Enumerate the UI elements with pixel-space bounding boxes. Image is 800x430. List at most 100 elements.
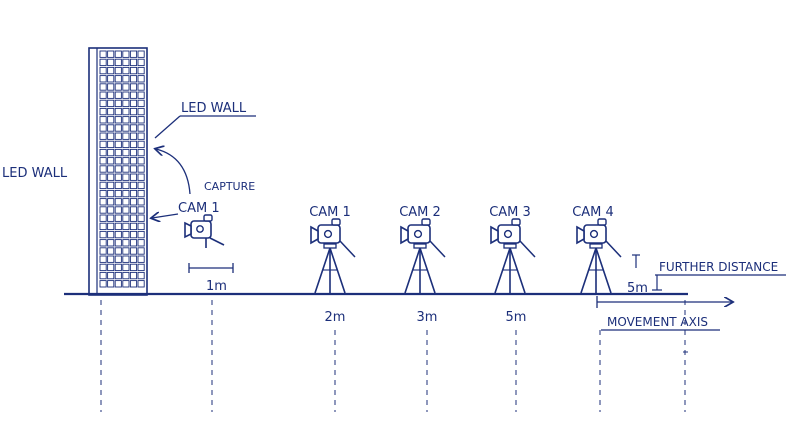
led-panel-cell: [99, 198, 107, 206]
led-panel-cell: [107, 99, 115, 108]
led-panel-cell: [122, 239, 130, 247]
led-panel-cell: [114, 173, 122, 181]
led-panel-cell: [129, 206, 138, 214]
led-panel-cell: [99, 165, 107, 173]
led-wall-callout: LED WALL: [154, 101, 256, 139]
led-panel-cell: [99, 189, 107, 198]
led-panel-cell: [99, 50, 107, 58]
led-panel-cell: [129, 189, 138, 198]
led-panel-cell: [114, 140, 122, 149]
distance-bracket: [188, 263, 234, 273]
led-panel-cell: [137, 165, 145, 173]
led-panel-cell: [129, 239, 138, 247]
led-panel-cell: [114, 271, 122, 280]
led-wall-side-label: LED WALL: [2, 166, 68, 181]
led-panel-cell: [129, 50, 138, 58]
tripod-camera-4: CAM 4: [572, 205, 622, 294]
led-panel-cell: [137, 214, 145, 222]
led-panel-cell: [114, 116, 122, 124]
led-panel-cell: [129, 173, 138, 181]
led-panel-cell: [99, 140, 107, 149]
led-panel-cell: [129, 75, 138, 83]
camera-label: CAM 1: [178, 201, 220, 216]
tripod-icon: [404, 243, 436, 294]
led-panel-cell: [137, 255, 145, 263]
led-panel-cell: [137, 50, 145, 58]
led-panel-cell: [99, 157, 107, 165]
camera-label: CAM 3: [489, 205, 531, 220]
led-panel-cell: [129, 280, 138, 288]
further-distance-label: FURTHER DISTANCE: [659, 260, 778, 274]
led-panel-cell: [137, 230, 145, 239]
led-panel-cell: [114, 255, 122, 263]
led-panel-cell: [129, 140, 138, 149]
led-panel-cell: [114, 280, 122, 288]
led-panel-cell: [114, 66, 122, 75]
led-panel-cell: [114, 132, 122, 140]
led-panel-cell: [107, 247, 115, 255]
led-panel-cell: [137, 75, 145, 83]
led-panel-cell: [122, 206, 130, 214]
led-panel-cell: [107, 66, 115, 75]
led-panel-cell: [114, 50, 122, 58]
led-wall-callout-label: LED WALL: [181, 101, 247, 116]
led-panel-cell: [107, 214, 115, 222]
led-panel-cell: [99, 58, 107, 67]
led-panel-cell: [137, 66, 145, 75]
led-panel-cell: [107, 75, 115, 83]
led-panel-cell: [129, 99, 138, 108]
distance-label: 5m: [506, 310, 527, 325]
dashed-guides: [100, 300, 686, 412]
led-panel-cell: [99, 271, 107, 280]
led-panel-cell: [122, 99, 130, 108]
cam1-to-wall-arrow-icon: [152, 214, 179, 218]
led-panel-cell: [137, 91, 145, 99]
led-panel-cell: [122, 222, 130, 231]
distance-label: 3m: [417, 310, 438, 325]
led-panel-cell: [122, 58, 130, 67]
video-camera-icon: [184, 214, 225, 248]
led-panel-cell: [99, 91, 107, 99]
led-panel-cell: [107, 58, 115, 67]
led-panel-cell: [129, 165, 138, 173]
led-panel-cell: [107, 165, 115, 173]
led-panel-cell: [114, 165, 122, 173]
led-panel-cell: [122, 263, 130, 272]
led-panel-cell: [107, 239, 115, 247]
led-panel-cell: [122, 230, 130, 239]
led-panel-cell: [114, 222, 122, 231]
led-panel-cell: [137, 116, 145, 124]
led-panel-cell: [99, 124, 107, 132]
led-panel-cell: [129, 157, 138, 165]
led-panel-cell: [114, 124, 122, 132]
led-panel-cell: [122, 173, 130, 181]
led-panel-cell: [107, 206, 115, 214]
led-panel-cell: [107, 132, 115, 140]
led-panel-cell: [114, 214, 122, 222]
distance-label: 1m: [206, 279, 227, 294]
led-panel-cell: [99, 83, 107, 91]
distance-label: 2m: [325, 310, 346, 325]
video-camera-icon: [400, 218, 446, 258]
led-panel-cell: [122, 280, 130, 288]
led-panel-cell: [107, 263, 115, 272]
led-panel-cell: [129, 214, 138, 222]
led-panel-cell: [129, 222, 138, 231]
tripod-camera-3: CAM 3 5m: [489, 205, 536, 325]
led-panel-cell: [114, 181, 122, 190]
led-panel-cell: [114, 91, 122, 99]
camera-label: CAM 4: [572, 205, 614, 220]
led-panel-cell: [114, 148, 122, 157]
led-panel-cell: [129, 91, 138, 99]
led-panel-cell: [107, 230, 115, 239]
led-panel-cell: [99, 263, 107, 272]
led-panel-cell: [114, 247, 122, 255]
tripod-camera-2: CAM 2 3m: [399, 205, 446, 325]
led-panel-cell: [129, 132, 138, 140]
led-panel-cell: [129, 198, 138, 206]
camera-label: CAM 2: [399, 205, 441, 220]
led-panel-cell: [129, 83, 138, 91]
video-camera-icon: [310, 218, 356, 258]
led-panel-cell: [107, 173, 115, 181]
